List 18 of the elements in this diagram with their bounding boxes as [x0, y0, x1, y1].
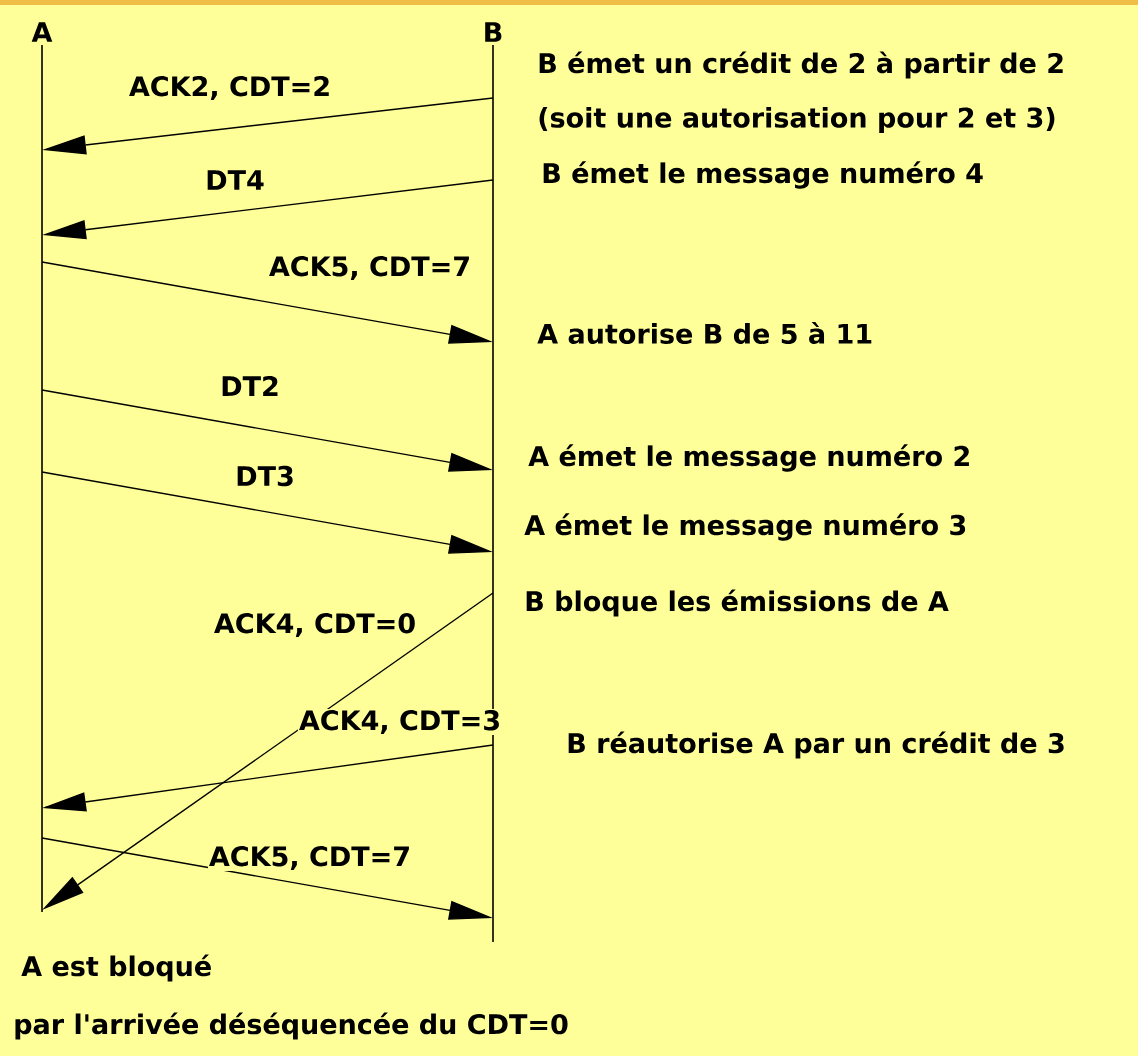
- lifeline-header: A: [31, 22, 53, 42]
- edge-label: DT4: [207, 170, 264, 190]
- note-text: A autorise B de 5 à 11: [537, 322, 872, 344]
- edge-label: DT3: [237, 465, 293, 487]
- edge-label: ACK2, CDT=2: [129, 76, 329, 100]
- note-text: (soit une autorisation pour 2 et 3): [539, 106, 1055, 134]
- note-text: A est bloqué: [21, 954, 211, 982]
- note-text: B émet un crédit de 2 à partir de 2: [539, 51, 1063, 79]
- edge-label: ACK4, CDT=3: [299, 710, 499, 734]
- edge-label: DT2: [222, 375, 278, 396]
- note-text: par l'arrivée déséquencée du CDT=0: [15, 1012, 568, 1040]
- edge-label: ACK5, CDT=7: [209, 846, 409, 870]
- note-text: B réautorise A par un crédit de 3: [568, 731, 1064, 759]
- note-text: B émet le message numéro 4: [543, 161, 983, 189]
- note-text: A émet le message numéro 2: [528, 444, 969, 472]
- edge-label: ACK4, CDT=0: [214, 613, 415, 637]
- lifeline-header: B: [485, 22, 502, 42]
- edge-label: ACK5, CDT=7: [269, 256, 469, 280]
